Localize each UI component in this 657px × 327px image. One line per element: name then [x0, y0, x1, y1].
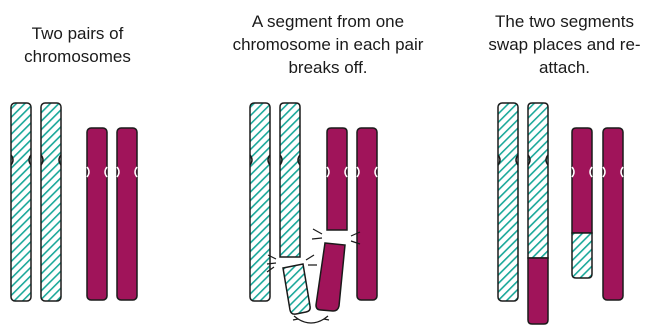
- teal-chromosome: [41, 103, 61, 301]
- magenta-chromosome: [357, 128, 377, 300]
- teal-broken-segment: [283, 264, 310, 314]
- magenta-chromosome: [603, 128, 623, 300]
- magenta-chromosome-with-teal-segment: [572, 128, 592, 278]
- panel-3-chromosomes: [498, 103, 623, 324]
- panel-2-chromosomes: [250, 103, 377, 323]
- magenta-chromosome-upper-piece: [327, 128, 347, 230]
- teal-chromosome: [498, 103, 518, 301]
- swap-arrow-icon: [293, 316, 329, 323]
- teal-chromosome-upper-piece: [280, 103, 300, 257]
- teal-chromosome-with-magenta-segment: [528, 103, 548, 324]
- magenta-chromosome: [117, 128, 137, 300]
- magenta-broken-segment: [316, 243, 345, 311]
- magenta-chromosome: [87, 128, 107, 300]
- panel-1-chromosomes: [11, 103, 137, 301]
- teal-chromosome: [11, 103, 31, 301]
